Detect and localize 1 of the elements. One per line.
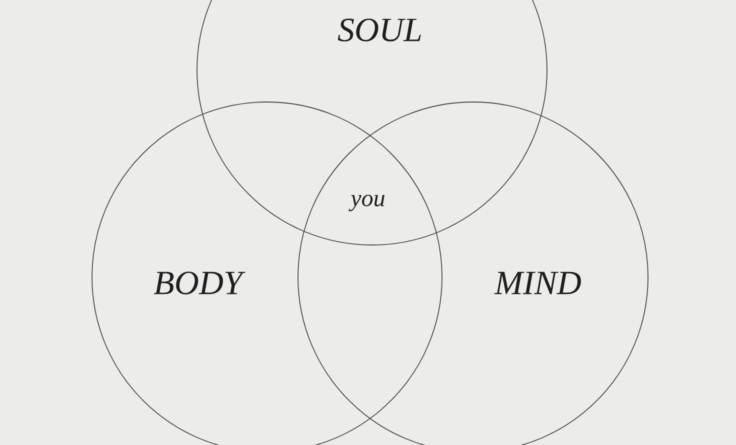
center-label: you (348, 194, 384, 212)
